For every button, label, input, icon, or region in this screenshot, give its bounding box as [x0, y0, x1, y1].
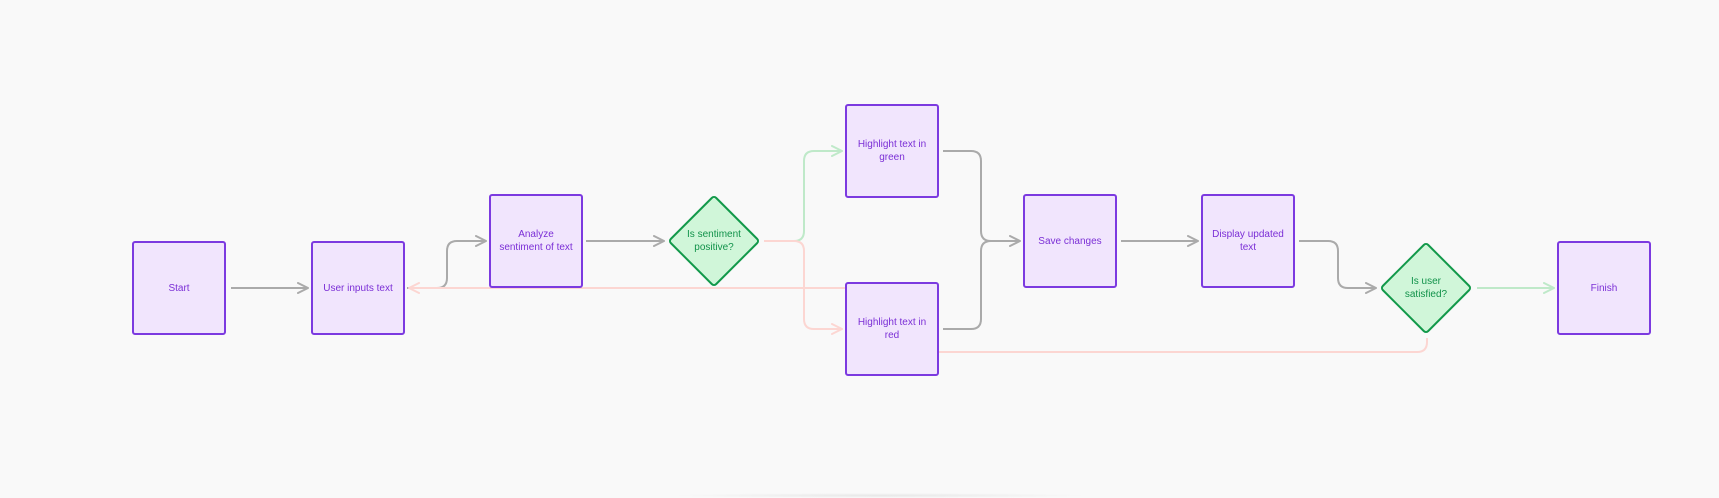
edge-green-to-save [943, 150, 1021, 247]
decision-is-user-satisfied[interactable]: Is user satisfied? [1379, 241, 1473, 335]
decision-label: Is user satisfied? [1404, 276, 1448, 300]
node-finish[interactable]: Finish [1557, 241, 1651, 335]
decision-label: Is sentiment positive? [687, 229, 741, 253]
node-display-updated-text[interactable]: Display updated text [1201, 194, 1295, 288]
decision-is-sentiment-positive[interactable]: Is sentiment positive? [667, 194, 761, 288]
edge-red-to-save [943, 240, 1020, 330]
node-save-changes[interactable]: Save changes [1023, 194, 1117, 288]
edge-display-to-satisfied [1299, 240, 1377, 294]
edge-decision-yes-to-green [764, 145, 843, 242]
edge-user-inputs-to-analyze [407, 235, 487, 289]
edge-decision-no-to-red [764, 240, 843, 335]
node-user-inputs-text[interactable]: User inputs text [311, 241, 405, 335]
bottom-shadow [670, 493, 1090, 498]
node-analyze-sentiment[interactable]: Analyze sentiment of text [489, 194, 583, 288]
node-highlight-red[interactable]: Highlight text in red [845, 282, 939, 376]
node-highlight-green[interactable]: Highlight text in green [845, 104, 939, 198]
node-start[interactable]: Start [132, 241, 226, 335]
